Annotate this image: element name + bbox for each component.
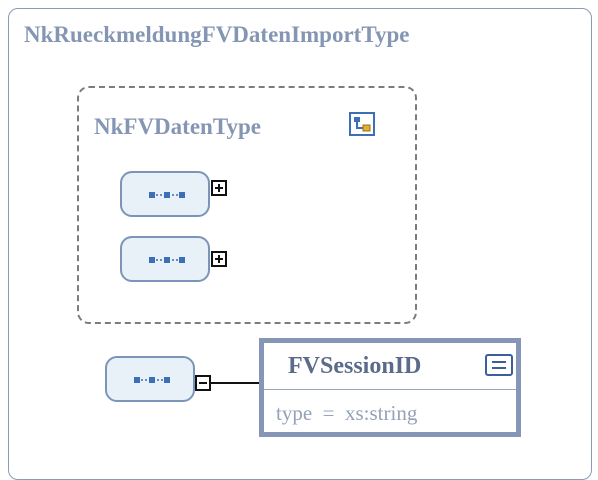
type-value: xs:string: [345, 401, 418, 425]
connector-line: [211, 382, 259, 384]
sequence-compositor-3[interactable]: [105, 356, 195, 402]
complex-type-icon: [349, 112, 375, 136]
minus-icon: [199, 382, 207, 384]
sequence-icon: [134, 377, 170, 383]
sequence-icon: [149, 192, 185, 198]
documentation-icon[interactable]: [485, 354, 513, 376]
sequence-icon: [149, 257, 185, 263]
element-name: FVSessionID: [288, 353, 422, 379]
complex-type-title: NkRueckmeldungFVDatenImportType: [24, 22, 410, 47]
type-group-title: NkFVDatenType: [94, 114, 261, 139]
plus-icon: [215, 184, 223, 192]
expand-toggle-1[interactable]: [211, 180, 227, 196]
sequence-compositor-1[interactable]: [120, 171, 210, 217]
element-divider: [264, 389, 516, 390]
type-label: type: [276, 401, 313, 425]
expand-toggle-2[interactable]: [211, 251, 227, 267]
sequence-compositor-2[interactable]: [120, 236, 210, 282]
element-type: type = xs:string: [276, 401, 417, 426]
plus-icon: [215, 255, 223, 263]
element-box[interactable]: FVSessionID type = xs:string: [259, 338, 521, 437]
type-equals: =: [322, 401, 335, 425]
collapse-toggle[interactable]: [195, 375, 211, 391]
type-group-box: [77, 86, 417, 324]
